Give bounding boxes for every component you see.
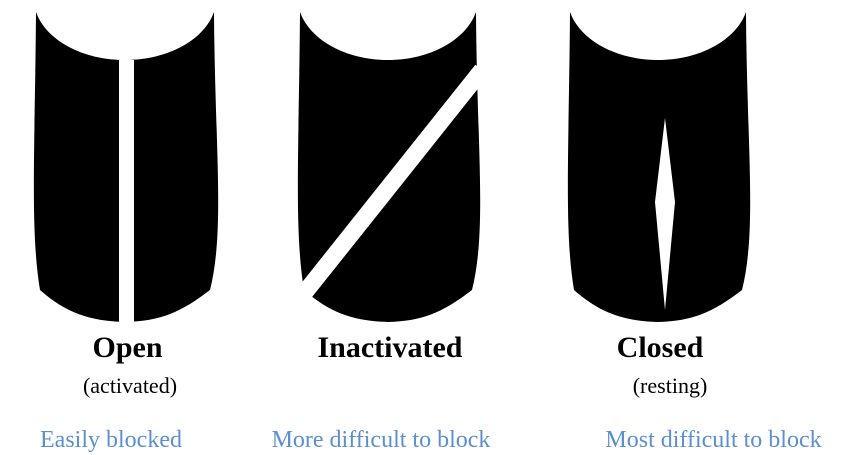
valve-closed: [568, 12, 750, 322]
state-title-open: Open: [55, 333, 200, 363]
state-subtitle-closed: (resting): [585, 375, 755, 397]
state-title-closed: Closed: [585, 333, 735, 363]
valve-closed-shape: [568, 12, 750, 322]
state-note-open: Easily blocked: [0, 428, 222, 452]
state-note-inactivated: More difficult to block: [228, 428, 534, 452]
valve-open: [34, 12, 218, 322]
state-subtitle-open: (activated): [50, 375, 210, 397]
valve-diagram: [0, 0, 858, 325]
state-note-closed: Most difficult to block: [569, 428, 858, 452]
vertical-line-icon: [119, 60, 134, 322]
state-title-inactivated: Inactivated: [290, 333, 490, 363]
valve-inactivated: [298, 12, 482, 322]
